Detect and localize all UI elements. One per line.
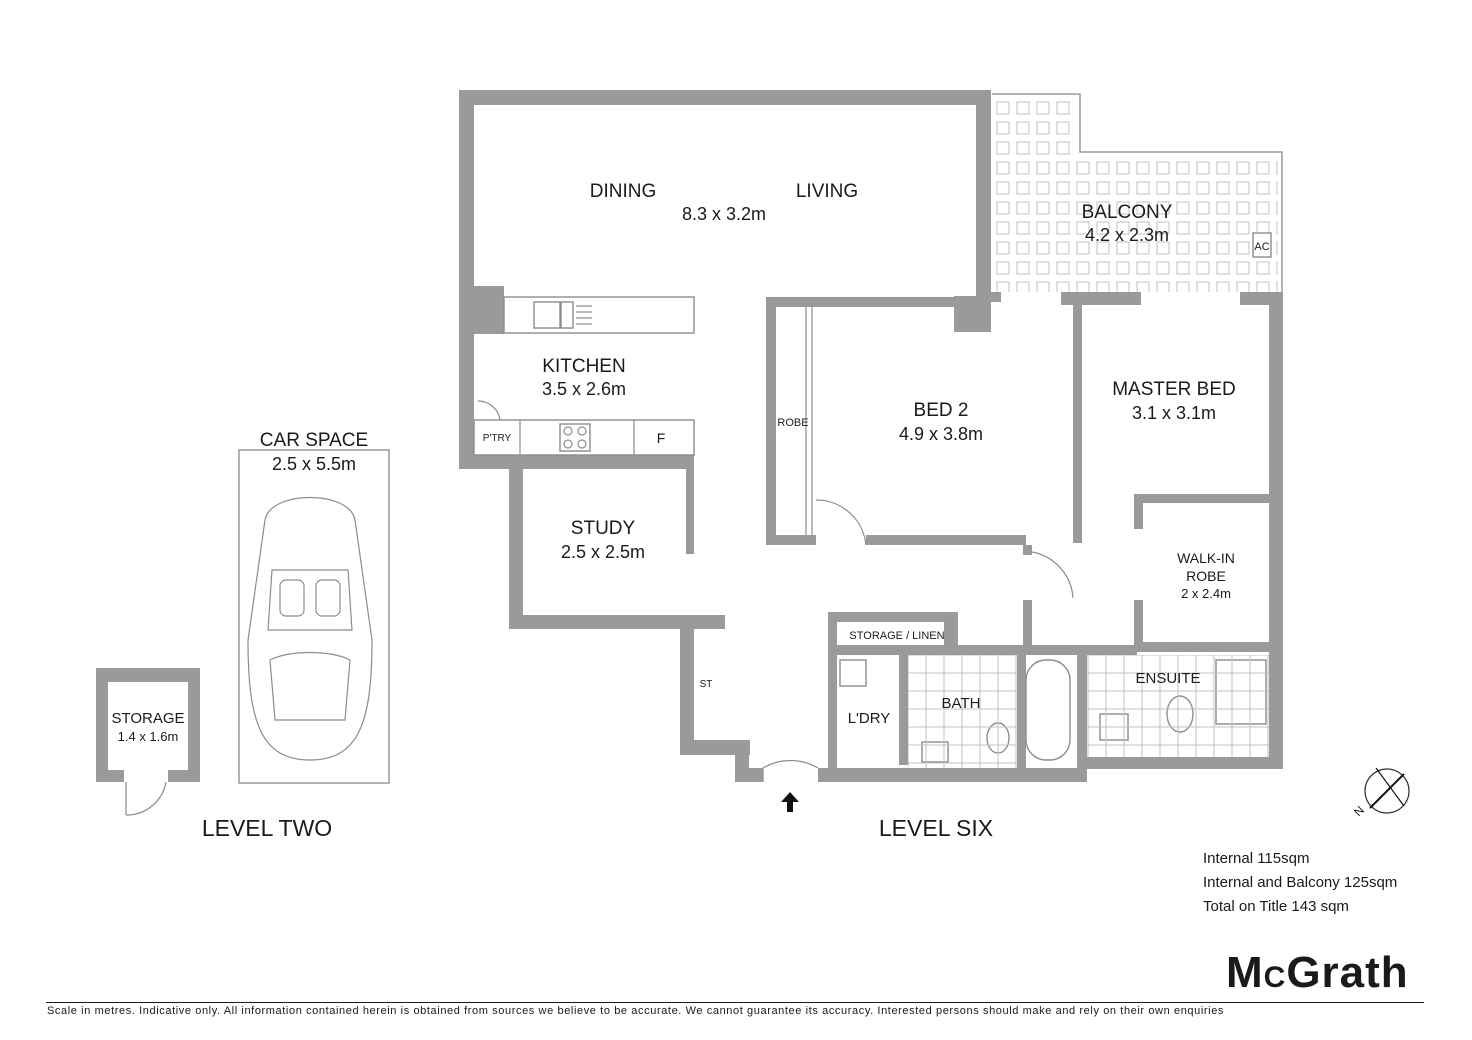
footer-divider bbox=[46, 1002, 1424, 1003]
ensuite-label: ENSUITE bbox=[1135, 670, 1200, 687]
robe-fixture bbox=[805, 307, 1074, 599]
kitchen-dims: 3.5 x 2.6m bbox=[542, 379, 626, 399]
master-bed-dims: 3.1 x 3.1m bbox=[1132, 403, 1216, 423]
study-dims: 2.5 x 2.5m bbox=[561, 542, 645, 562]
ac-label: AC bbox=[1254, 241, 1269, 253]
bed2-label: BED 2 bbox=[914, 400, 969, 421]
level-two-storage bbox=[96, 668, 200, 816]
balcony-tiles bbox=[992, 93, 1283, 294]
walkin-dims: 2 x 2.4m bbox=[1181, 586, 1231, 601]
bath-tiles bbox=[908, 655, 1269, 768]
kitchen-fixtures bbox=[473, 296, 695, 456]
disclaimer-text: Scale in metres. Indicative only. All in… bbox=[47, 1005, 1225, 1017]
living-dims: 8.3 x 3.2m bbox=[682, 204, 766, 224]
robe-label: ROBE bbox=[777, 417, 808, 429]
car-space-dims: 2.5 x 5.5m bbox=[272, 454, 356, 474]
compass-icon: N bbox=[1351, 767, 1410, 819]
compass-n: N bbox=[1351, 803, 1367, 819]
bath-label: BATH bbox=[942, 695, 981, 712]
balcony-dims: 4.2 x 2.3m bbox=[1085, 225, 1169, 245]
dining-label: DINING bbox=[590, 181, 657, 202]
laundry-label: L'DRY bbox=[848, 710, 891, 727]
walkin-label-2: ROBE bbox=[1186, 568, 1226, 584]
storage-linen-label: STORAGE / LINEN bbox=[849, 630, 944, 642]
walls bbox=[459, 90, 1283, 782]
st-label: ST bbox=[700, 679, 713, 690]
level-two-label: LEVEL TWO bbox=[202, 815, 332, 841]
entry-door bbox=[762, 759, 819, 782]
internal-balcony-area: Internal and Balcony 125sqm bbox=[1203, 874, 1398, 891]
walkin-label-1: WALK-IN bbox=[1177, 550, 1235, 566]
kitchen-label: KITCHEN bbox=[542, 356, 625, 377]
study-label: STUDY bbox=[571, 518, 636, 539]
balcony-label: BALCONY bbox=[1082, 202, 1173, 223]
car-outline bbox=[238, 449, 390, 784]
pantry-label: P'TRY bbox=[483, 433, 512, 444]
level-six-label: LEVEL SIX bbox=[879, 815, 993, 841]
master-bed-label: MASTER BED bbox=[1112, 379, 1236, 400]
room-labels: DINING LIVING 8.3 x 3.2m BALCONY 4.2 x 2… bbox=[111, 181, 1269, 841]
storage-label: STORAGE bbox=[111, 710, 184, 727]
living-label: LIVING bbox=[796, 181, 858, 202]
mcgrath-logo: MCGrath bbox=[1226, 948, 1409, 997]
car-space-label: CAR SPACE bbox=[260, 430, 368, 451]
internal-area: Internal 115sqm bbox=[1203, 850, 1310, 867]
entry-arrow-icon bbox=[781, 792, 799, 812]
fridge-label: F bbox=[657, 430, 666, 446]
total-title-area: Total on Title 143 sqm bbox=[1203, 898, 1349, 915]
storage-dims: 1.4 x 1.6m bbox=[118, 729, 179, 744]
bed2-dims: 4.9 x 3.8m bbox=[899, 424, 983, 444]
